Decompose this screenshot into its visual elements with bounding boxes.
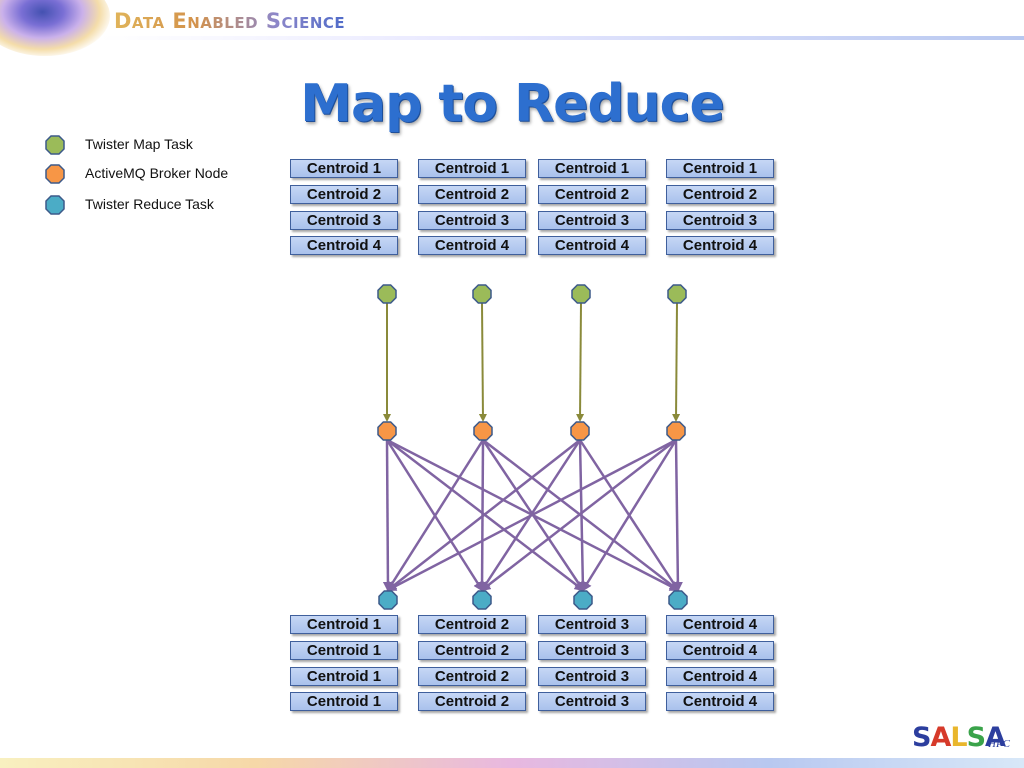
map-centroid-box: Centroid 1 [666, 159, 774, 178]
reduce-centroid-box: Centroid 2 [418, 692, 526, 711]
salsa-logo: SALSA [912, 722, 1006, 753]
map-centroid-box: Centroid 4 [418, 236, 526, 255]
map-centroid-box: Centroid 1 [418, 159, 526, 178]
reduce-centroid-box: Centroid 4 [666, 692, 774, 711]
broker-node-icon [45, 164, 65, 184]
legend-label: Twister Map Task [85, 136, 193, 152]
map-task-node-icon [45, 135, 65, 155]
map-centroid-box: Centroid 4 [290, 236, 398, 255]
map-to-broker-edge [478, 302, 487, 422]
map-centroid-box: Centroid 3 [538, 211, 646, 230]
reduce-centroid-box: Centroid 1 [290, 667, 398, 686]
reduce-centroid-box: Centroid 2 [418, 615, 526, 634]
reduce-centroid-box: Centroid 3 [538, 615, 646, 634]
map-centroid-box: Centroid 4 [538, 236, 646, 255]
reduce-centroid-box: Centroid 3 [538, 667, 646, 686]
brand-title: Data Enabled Science [114, 9, 346, 33]
map-task-node [377, 284, 397, 304]
map-centroid-box: Centroid 3 [418, 211, 526, 230]
slide-title: Map to Reduce [300, 74, 725, 134]
map-centroid-box: Centroid 2 [290, 185, 398, 204]
reduce-centroid-box: Centroid 4 [666, 615, 774, 634]
reduce-centroid-box: Centroid 1 [290, 615, 398, 634]
reduce-centroid-box: Centroid 4 [666, 641, 774, 660]
reduce-centroid-box: Centroid 4 [666, 667, 774, 686]
legend-label: ActiveMQ Broker Node [85, 165, 229, 181]
broker-node [666, 421, 686, 441]
map-task-node [571, 284, 591, 304]
map-centroid-box: Centroid 2 [666, 185, 774, 204]
map-task-node [472, 284, 492, 304]
reduce-centroid-box: Centroid 2 [418, 641, 526, 660]
map-task-node [667, 284, 687, 304]
broker-to-reduce-edge [577, 439, 588, 592]
header-divider [100, 36, 1024, 40]
map-to-broker-edge [576, 302, 585, 422]
reduce-task-node [668, 590, 688, 610]
reduce-centroid-box: Centroid 1 [290, 641, 398, 660]
reduce-centroid-box: Centroid 1 [290, 692, 398, 711]
broker-to-reduce-edge [672, 439, 683, 592]
broker-to-reduce-edge [382, 439, 393, 592]
map-centroid-box: Centroid 2 [538, 185, 646, 204]
map-centroid-box: Centroid 1 [290, 159, 398, 178]
broker-node [473, 421, 493, 441]
reduce-centroid-box: Centroid 2 [418, 667, 526, 686]
broker-to-reduce-edge [581, 439, 678, 592]
map-centroid-box: Centroid 1 [538, 159, 646, 178]
reduce-task-node [573, 590, 593, 610]
map-centroid-box: Centroid 3 [666, 211, 774, 230]
broker-to-reduce-edge [386, 438, 677, 592]
broker-to-reduce-edge [386, 439, 581, 592]
reduce-centroid-box: Centroid 3 [538, 692, 646, 711]
reduce-centroid-box: Centroid 3 [538, 641, 646, 660]
broker-node [570, 421, 590, 441]
broker-to-reduce-edge [480, 439, 677, 592]
footer-decoration [0, 758, 1024, 768]
reduce-task-node [378, 590, 398, 610]
reduce-task-node-icon [45, 195, 65, 215]
broker-to-reduce-edge [386, 439, 485, 592]
legend-label: Twister Reduce Task [85, 196, 214, 212]
map-centroid-box: Centroid 3 [290, 211, 398, 230]
map-to-broker-edge [672, 302, 681, 422]
map-centroid-box: Centroid 2 [418, 185, 526, 204]
logo-suffix: HPC [988, 738, 1010, 750]
map-centroid-box: Centroid 4 [666, 236, 774, 255]
reduce-task-node [472, 590, 492, 610]
broker-node [377, 421, 397, 441]
